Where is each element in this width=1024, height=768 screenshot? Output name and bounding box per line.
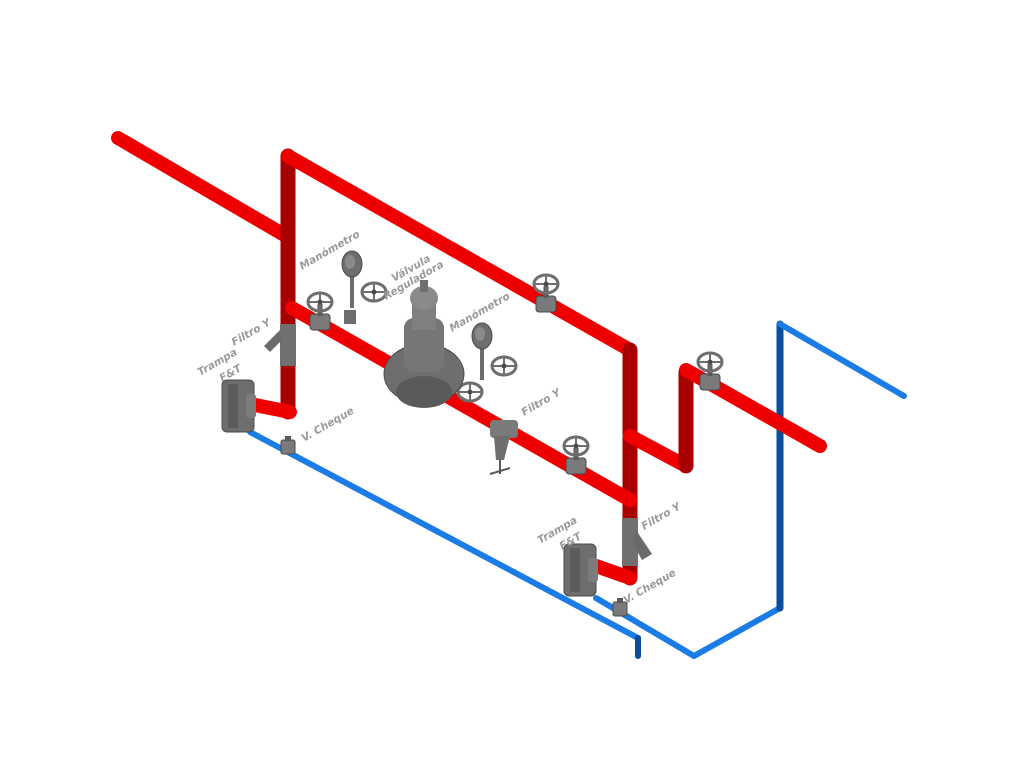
- handwheel-valve-icon: [564, 437, 588, 474]
- labels: Manómetro Válvula Reguladora Manómetro F…: [196, 228, 684, 606]
- check-valve-icon: [280, 435, 296, 455]
- y-strainer-right: [622, 518, 652, 566]
- steam-trap-left: [221, 379, 257, 433]
- label-filtro-y-right: Filtro Y: [640, 500, 684, 533]
- steam-trap-right: [563, 543, 599, 597]
- steam-trap-icon: [221, 379, 257, 433]
- pressure-gauge-downstream: [456, 322, 518, 403]
- label-filtro-y-main: Filtro Y: [520, 386, 564, 419]
- gate-valve-outlet[interactable]: [564, 437, 588, 474]
- y-strainer-left: [264, 324, 296, 366]
- y-strainer-icon: [489, 420, 518, 475]
- steam-trap-icon: [563, 543, 599, 597]
- y-strainer-main: [489, 420, 518, 475]
- pressure-gauge-icon: [341, 250, 363, 309]
- y-strainer-icon: [622, 518, 652, 566]
- pressure-regulator-icon[interactable]: [383, 280, 465, 408]
- check-valve-left: [280, 435, 296, 455]
- y-strainer-icon: [264, 324, 296, 366]
- condensate-lines: [247, 320, 907, 659]
- label-cheque-left: V. Cheque: [300, 405, 357, 445]
- pressure-gauge-upstream: [341, 250, 388, 324]
- pressure-gauge-icon: [471, 322, 493, 381]
